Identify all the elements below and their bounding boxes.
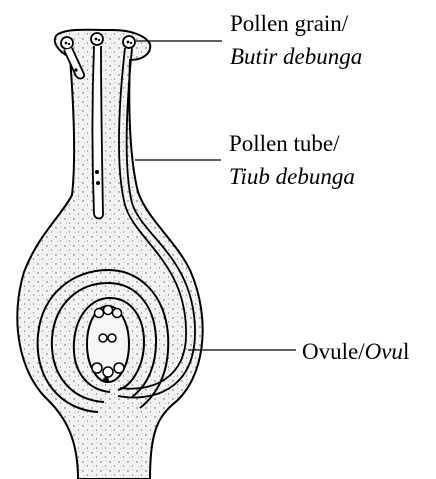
synergid-cell <box>114 363 124 373</box>
egg-cell <box>103 367 113 377</box>
pollen-tube-medium <box>93 46 104 219</box>
pistil-outline <box>17 30 202 479</box>
antipodal-cell <box>95 309 104 318</box>
antipodal-cell <box>104 306 113 315</box>
polar-nucleus <box>108 334 116 342</box>
label-pollen-tube-malay: Tiub debunga <box>229 165 355 188</box>
pollen-grain <box>123 36 135 48</box>
tube-nucleus <box>95 170 99 174</box>
pollen-grain <box>61 37 73 49</box>
label-ovule: Ovule/Ovul <box>302 340 409 363</box>
male-gamete <box>103 377 109 383</box>
label-pollen-grain: Pollen grain/ <box>230 12 348 35</box>
label-ovule-malay-italic: Ovu <box>365 339 403 364</box>
synergid-cell <box>92 363 102 373</box>
label-ovule-malay-end: l <box>403 339 409 364</box>
label-pollen-tube: Pollen tube/ <box>229 132 340 155</box>
antipodal-cell <box>113 309 122 318</box>
polar-nucleus <box>99 334 107 342</box>
label-pollen-grain-malay: Butir debunga <box>230 45 362 68</box>
label-ovule-english: Ovule/ <box>302 339 365 364</box>
tube-nucleus <box>96 181 100 185</box>
pollen-grain <box>91 33 103 45</box>
tube-nucleus <box>74 68 77 71</box>
